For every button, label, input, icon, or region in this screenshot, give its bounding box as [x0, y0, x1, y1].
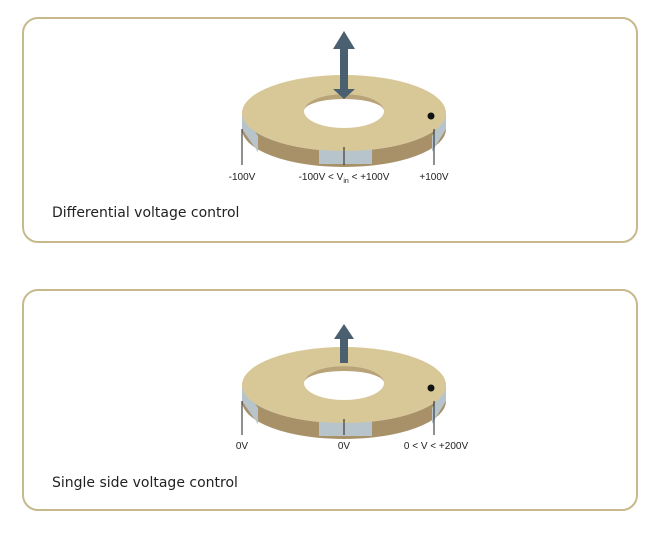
diagram-panel-differential: -100V -100V < Vin < +100V +100V Differen…: [22, 17, 638, 243]
ring-side-wall: [242, 385, 446, 439]
label-right: 0 < V < +200V: [404, 441, 469, 452]
label-left: -100V: [229, 172, 256, 183]
electrode-band-center: [319, 420, 372, 436]
ring-hole: [304, 366, 384, 400]
up-arrow-icon: [334, 324, 354, 363]
diagram-panel-single-side: 0V 0V 0 < V < +200V Single side voltage …: [22, 289, 638, 511]
ring-diagram-differential: -100V -100V < Vin < +100V +100V: [229, 31, 449, 185]
caption-differential: Differential voltage control: [52, 205, 240, 221]
label-center: 0V: [338, 441, 351, 452]
ring-side-wall: [242, 113, 446, 167]
up-arrow-icon: [333, 31, 355, 99]
electrode-band-center: [319, 148, 372, 164]
ring-diagram-single-side: 0V 0V 0 < V < +200V: [236, 324, 469, 452]
caption-single-side: Single side voltage control: [52, 475, 238, 491]
ring-hole: [304, 94, 384, 128]
label-center: -100V < Vin < +100V: [299, 172, 390, 185]
label-left: 0V: [236, 441, 249, 452]
ring-hole-inner-wall: [304, 94, 384, 111]
ground-dot: [427, 112, 435, 120]
ground-dot: [427, 384, 435, 392]
ring-hole-inner-wall: [304, 366, 384, 383]
label-right: +100V: [419, 172, 449, 183]
